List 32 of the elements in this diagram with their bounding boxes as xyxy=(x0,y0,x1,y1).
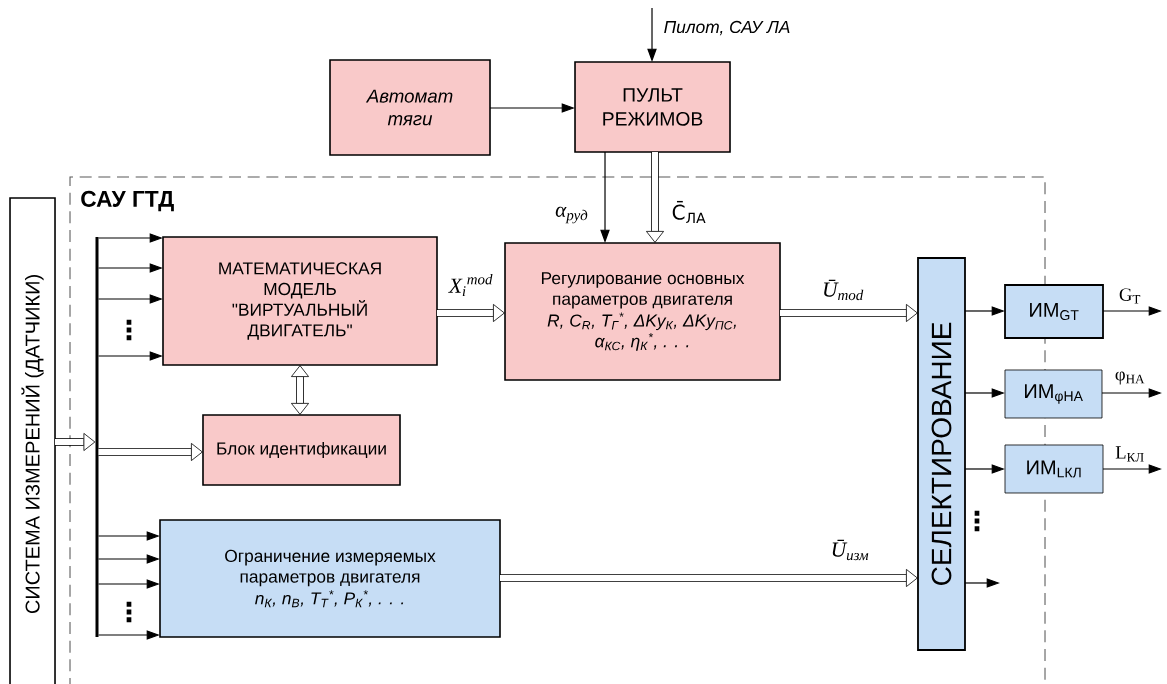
ellipsis: ⋮ xyxy=(126,319,132,341)
process-box: Регулирование основных параметров двигателя R, C$_{R}$, T$_{Г}$$^{*}$, ΔKy$_{К}$, ΔKy$_{ПС}$, α$_{КС}$, η$_{К}$$^{*}$, . . . xyxy=(504,242,781,381)
actuator-box: ИМ$_{GТ}$ xyxy=(1004,284,1104,339)
arrow xyxy=(291,365,309,415)
edge-label: α$_{руд}$ xyxy=(553,205,590,225)
process-box: Ограничение измеряемых параметров двигателя n$_{К}$, n$_{В}$, T$_{Т}$$^{*}$, P$_{К}$$^{*}$, . . . xyxy=(159,519,501,638)
ellipsis: ⋮ xyxy=(126,601,132,623)
arrow xyxy=(98,443,203,461)
arrow xyxy=(437,304,505,322)
selector-bar: СЕЛЕКТИРОВАНИЕ xyxy=(917,257,966,651)
region-title: САУ ГТД xyxy=(81,190,174,212)
bus-line xyxy=(95,237,99,637)
sensor-bar: СИСТЕМА ИЗМЕРЕНИЙ (ДАТЧИКИ) xyxy=(9,197,56,684)
edge-label: Ū$_{mod}$ xyxy=(820,278,866,302)
arrow xyxy=(646,152,664,243)
process-box: Автомат тяги xyxy=(329,59,491,156)
edge-label: G$_{Т}$ xyxy=(1117,287,1143,305)
edge-label: Пилот, САУ ЛА xyxy=(662,19,792,37)
arrow xyxy=(780,304,918,322)
actuator-box: ИМ$_{LКЛ}$ xyxy=(1004,444,1104,494)
edge-label: Ū$_{изм}$ xyxy=(829,538,871,562)
actuator-box: ИМ$_{φНА}$ xyxy=(1004,369,1103,419)
edge-label: φ$_{НА}$ xyxy=(1113,370,1147,386)
edge-label: C̄$_{ЛА}$ xyxy=(670,199,708,225)
edge-label: X$_{i}$mod xyxy=(447,272,495,298)
arrow xyxy=(500,569,918,587)
process-box: ПУЛЬТ РЕЖИМОВ xyxy=(574,61,731,153)
process-box: МАТЕМАТИЧЕСКАЯ МОДЕЛЬ "ВИРТУАЛЬНЫЙ ДВИГАТЕЛЬ" xyxy=(162,236,438,366)
arrow xyxy=(55,433,96,451)
edge-label: L$_{КЛ}$ xyxy=(1113,445,1147,463)
ellipsis: ⋮ xyxy=(974,510,980,532)
process-box: Блок идентификации xyxy=(202,414,401,486)
